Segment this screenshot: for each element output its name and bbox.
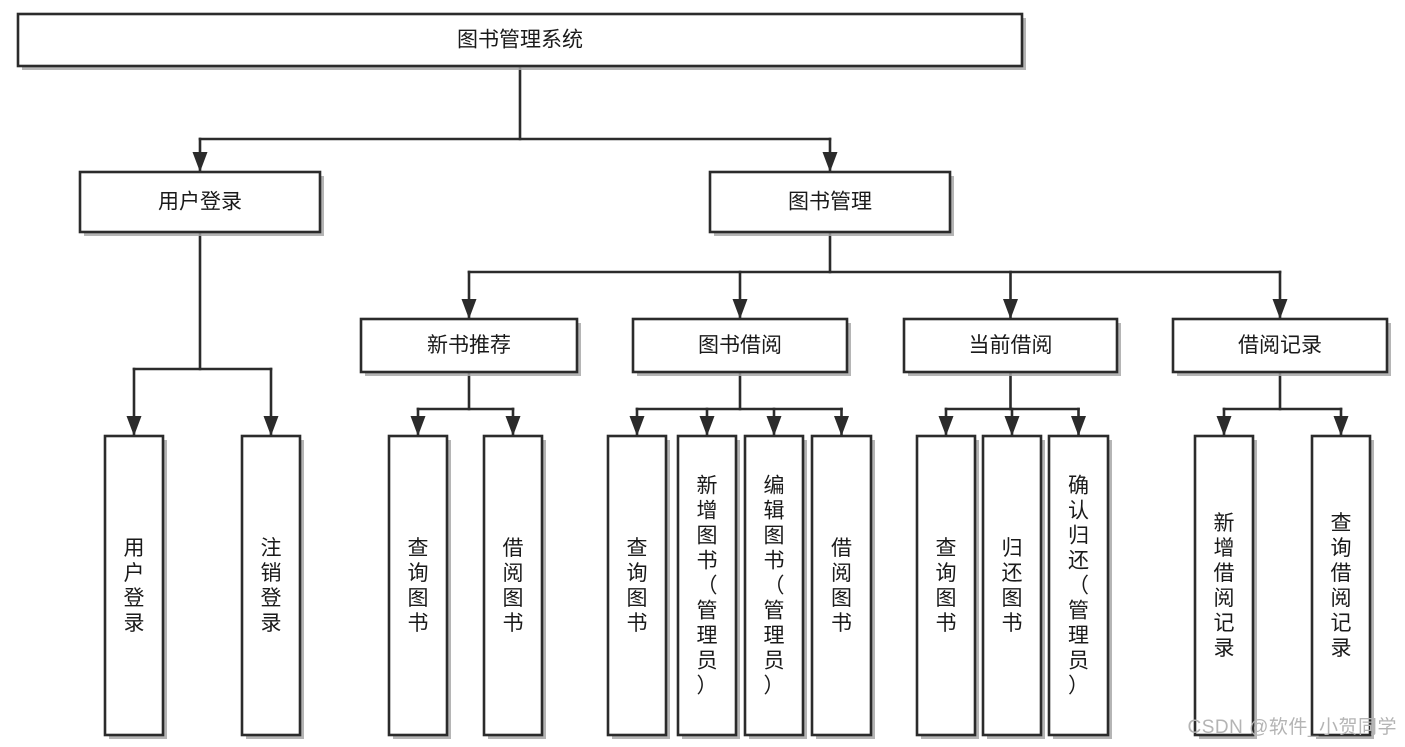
node-leaf-query-book-3[interactable]: 查询图书	[915, 434, 979, 739]
node-leaf-add-record[interactable]: 新增借阅记录	[1193, 434, 1257, 739]
node-label: 查询图书	[936, 537, 957, 635]
node-book-manage[interactable]: 图书管理	[708, 170, 954, 236]
node-outline	[810, 434, 873, 737]
node-leaf-logout[interactable]: 注销登录	[240, 434, 304, 739]
node-label: 借阅图书	[831, 537, 852, 635]
node-leaf-borrow-book-1[interactable]: 借阅图书	[482, 434, 546, 739]
node-outline	[915, 434, 977, 737]
node-outline	[981, 434, 1043, 737]
node-label: 确认归还（管理员）	[1068, 475, 1089, 698]
node-label: 查询图书	[627, 537, 648, 635]
node-label: 编辑图书（管理员）	[764, 475, 785, 698]
node-leaf-confirm-return[interactable]: 确认归还（管理员）	[1047, 434, 1112, 739]
node-outline	[708, 170, 952, 234]
node-label: 新增借阅记录	[1214, 512, 1235, 660]
node-leaf-user-login[interactable]: 用户登录	[103, 434, 167, 739]
node-outline	[1310, 434, 1372, 737]
node-leaf-add-book[interactable]: 新增图书（管理员）	[676, 434, 740, 739]
node-label: 图书管理	[788, 191, 872, 214]
node-outline	[16, 12, 1024, 68]
node-borrow-record[interactable]: 借阅记录	[1171, 317, 1391, 376]
node-outline	[240, 434, 302, 737]
node-label: 注销登录	[261, 537, 282, 635]
node-label: 用户登录	[158, 191, 242, 214]
node-outline	[676, 434, 738, 737]
node-outline	[1193, 434, 1255, 737]
node-outline	[743, 434, 805, 737]
node-outline	[359, 317, 579, 374]
node-new-book-rec[interactable]: 新书推荐	[359, 317, 581, 376]
node-label: 图书借阅	[698, 334, 782, 357]
node-label: 查询借阅记录	[1331, 512, 1352, 660]
node-leaf-borrow-book-2[interactable]: 借阅图书	[810, 434, 875, 739]
node-label: 归还图书	[1002, 537, 1023, 635]
node-outline	[1047, 434, 1110, 737]
node-outline	[78, 170, 322, 234]
node-root[interactable]: 图书管理系统	[16, 12, 1026, 70]
node-outline	[606, 434, 668, 737]
node-leaf-query-book-1[interactable]: 查询图书	[387, 434, 451, 739]
node-user-login[interactable]: 用户登录	[78, 170, 324, 236]
node-leaf-query-record[interactable]: 查询借阅记录	[1310, 434, 1374, 739]
node-leaf-query-book-2[interactable]: 查询图书	[606, 434, 670, 739]
node-label: 查询图书	[408, 537, 429, 635]
node-current-borrow[interactable]: 当前借阅	[902, 317, 1121, 376]
node-outline	[631, 317, 849, 374]
node-label: 借阅记录	[1238, 334, 1322, 357]
node-outline	[482, 434, 544, 737]
connector-layer	[126, 64, 1349, 437]
node-label: 借阅图书	[503, 537, 524, 635]
node-label: 新增图书（管理员）	[697, 475, 718, 698]
node-outline	[103, 434, 165, 737]
node-label: 用户登录	[124, 537, 145, 635]
node-book-borrow[interactable]: 图书借阅	[631, 317, 851, 376]
node-outline	[1171, 317, 1389, 374]
node-leaf-return-book[interactable]: 归还图书	[981, 434, 1045, 739]
node-label: 当前借阅	[969, 334, 1053, 357]
node-leaf-edit-book[interactable]: 编辑图书（管理员）	[743, 434, 807, 739]
node-label: 图书管理系统	[457, 29, 583, 52]
node-outline	[902, 317, 1119, 374]
node-layer: 图书管理系统用户登录图书管理新书推荐图书借阅当前借阅借阅记录用户登录注销登录查询…	[16, 12, 1391, 739]
node-outline	[387, 434, 449, 737]
node-label: 新书推荐	[427, 334, 511, 357]
